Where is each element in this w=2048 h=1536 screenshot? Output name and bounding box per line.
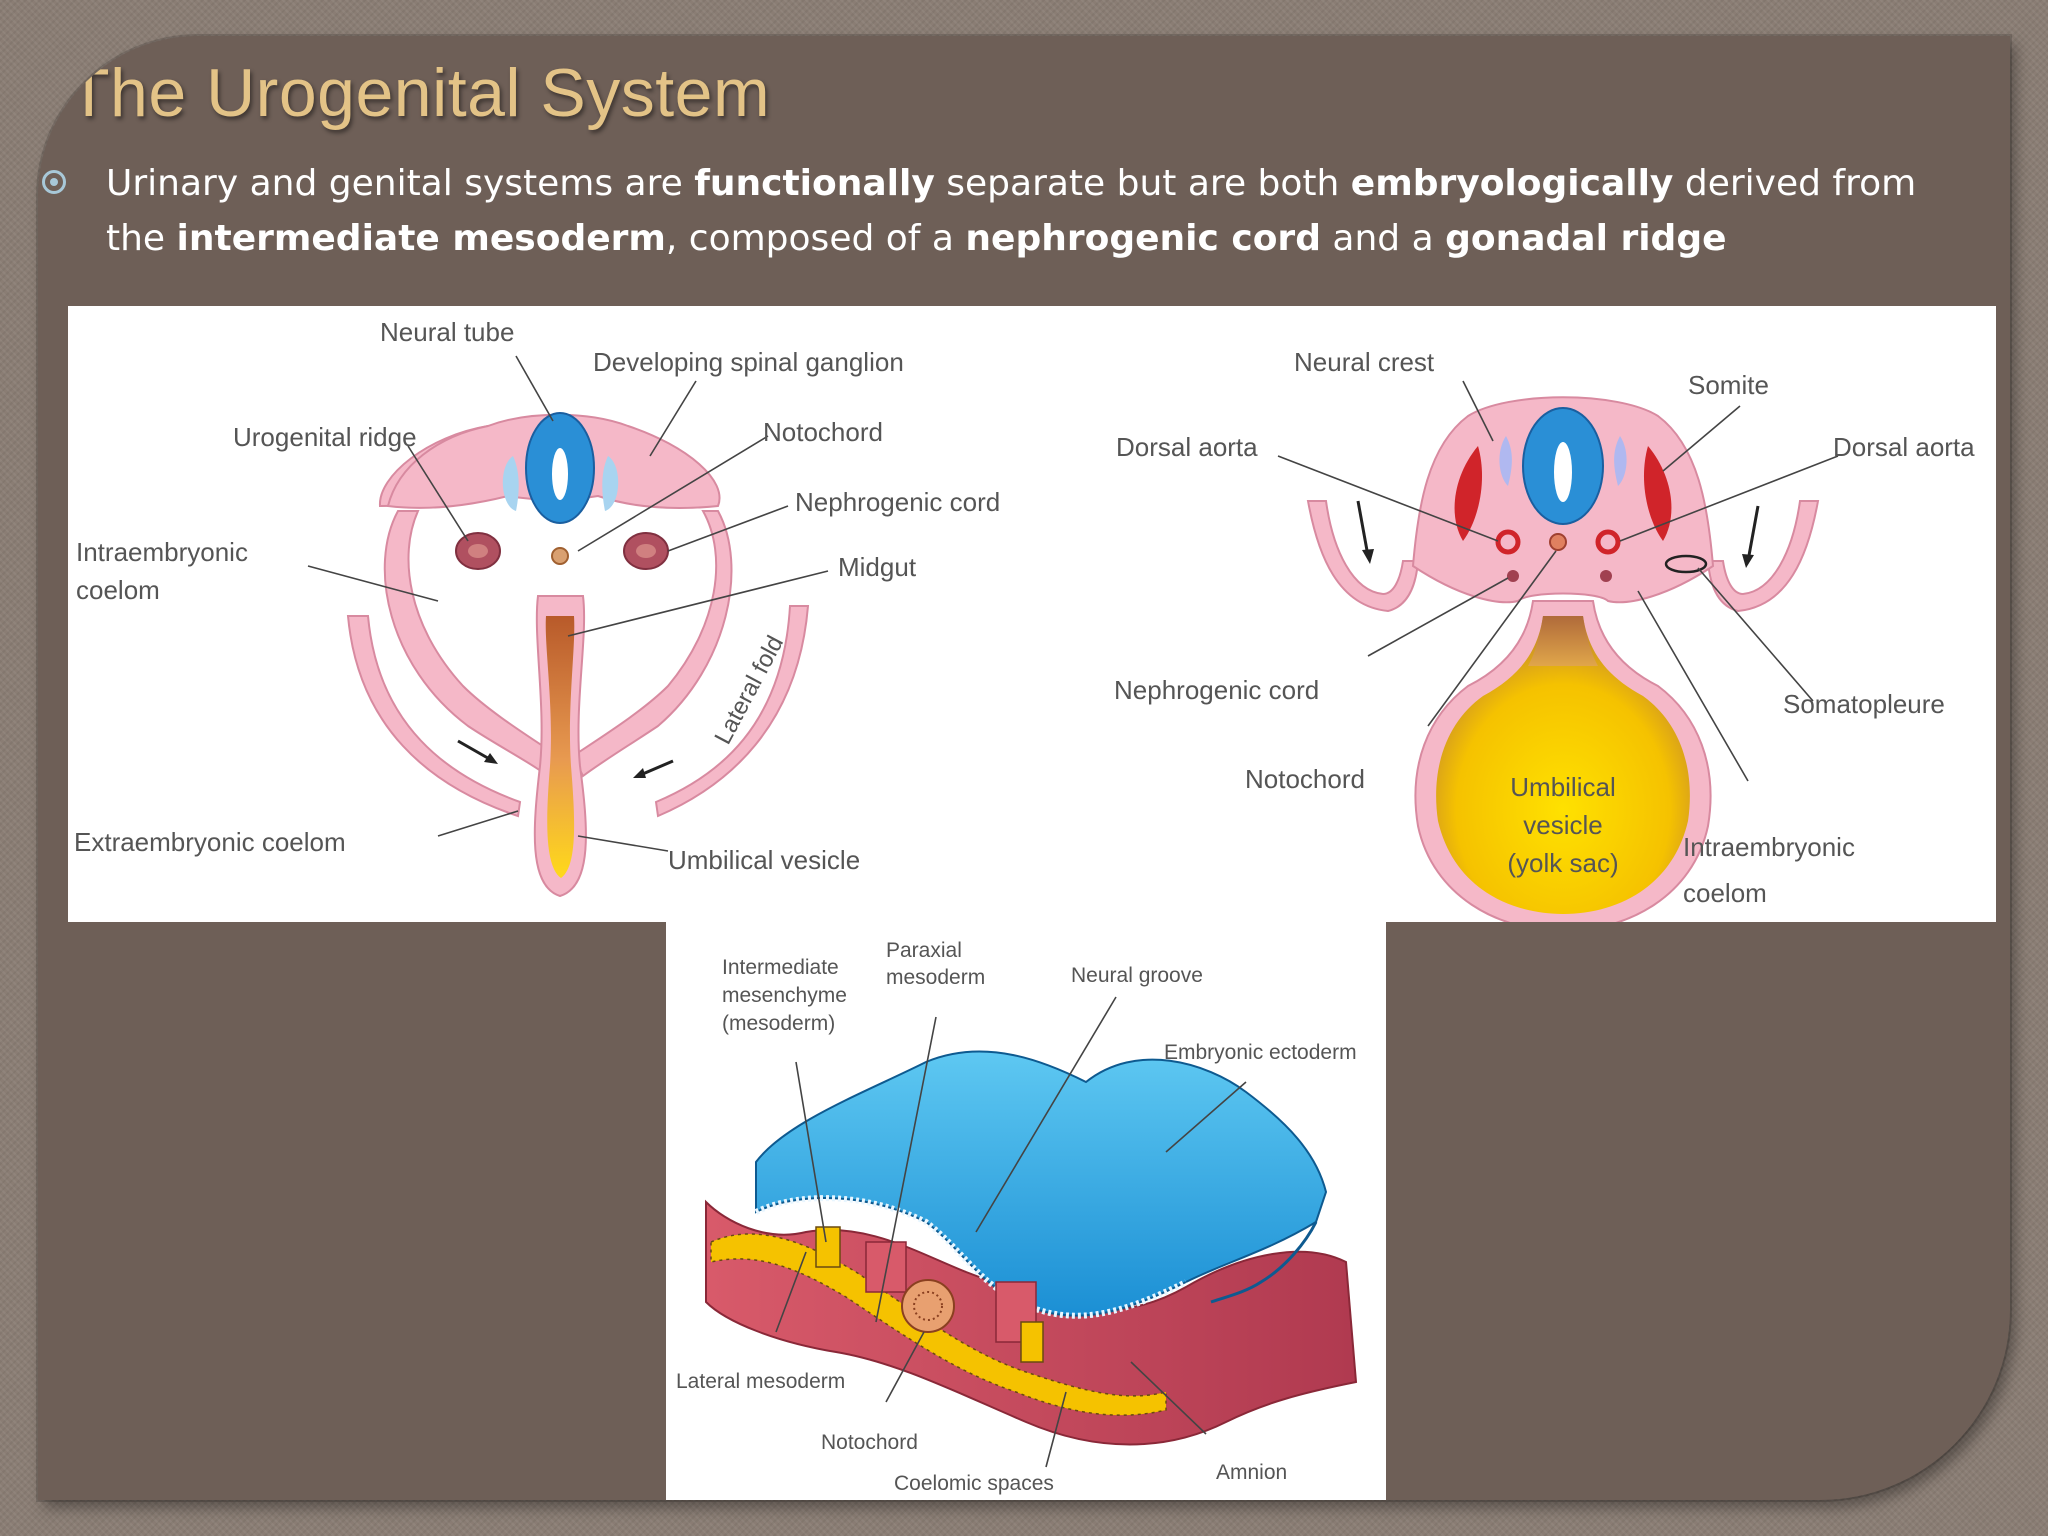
cross-section-figures: Neural tube Developing spinal ganglion U…	[74, 317, 1975, 922]
label-dorsal-aorta-right: Dorsal aorta	[1833, 432, 1975, 462]
label-intermediate-1: Intermediate	[722, 956, 839, 979]
label-spinal-ganglion: Developing spinal ganglion	[593, 347, 904, 377]
bold-run: embryologically	[1350, 163, 1674, 204]
bold-run: functionally	[694, 163, 935, 204]
label-notochord-right: Notochord	[1245, 764, 1365, 794]
label-notochord-left: Notochord	[763, 417, 883, 447]
label-intraembryonic-right-2: coelom	[1683, 878, 1767, 908]
label-intraembryonic-1: Intraembryonic	[76, 537, 248, 567]
text-run: Urinary and genital systems are	[106, 163, 695, 204]
label-lateral-mesoderm: Lateral mesoderm	[676, 1370, 845, 1393]
label-amnion: Amnion	[1216, 1461, 1287, 1484]
figure-bottom-panel: Paraxial mesoderm Intermediate mesenchym…	[666, 922, 1386, 1500]
label-intermediate-3: (mesoderm)	[722, 1012, 835, 1035]
text-run: and a	[1320, 218, 1446, 259]
label-intraembryonic-2: coelom	[76, 575, 160, 605]
bold-run: gonadal ridge	[1445, 218, 1727, 259]
label-somatopleure: Somatopleure	[1783, 689, 1945, 719]
label-neural-tube: Neural tube	[380, 317, 514, 347]
label-notochord-bottom: Notochord	[821, 1431, 918, 1454]
label-nephrogenic-cord-left: Nephrogenic cord	[795, 487, 1000, 517]
right-cross-section: Neural crest Somite Dorsal aorta Dorsal …	[1114, 347, 1975, 922]
label-intermediate-2: mesenchyme	[722, 984, 847, 1007]
figure-top-panel: Neural tube Developing spinal ganglion U…	[68, 306, 1996, 922]
text-run: derived from the	[106, 163, 1917, 259]
bullet-circle-icon	[42, 170, 66, 194]
label-midgut: Midgut	[838, 552, 917, 582]
label-neural-crest: Neural crest	[1294, 347, 1435, 377]
label-somite: Somite	[1688, 370, 1769, 400]
label-paraxial-2: mesoderm	[886, 966, 985, 989]
bullet-point: Urinary and genital systems are function…	[38, 156, 1988, 266]
label-umbilical-3: (yolk sac)	[1507, 848, 1618, 878]
label-urogenital-ridge: Urogenital ridge	[233, 422, 417, 452]
text-run: , composed of a	[665, 218, 966, 259]
label-paraxial-1: Paraxial	[886, 939, 962, 962]
bullet-text: Urinary and genital systems are function…	[106, 156, 1986, 266]
label-extraembryonic-coelom: Extraembryonic coelom	[74, 827, 346, 857]
label-neural-groove: Neural groove	[1071, 964, 1203, 987]
label-embryonic-ectoderm: Embryonic ectoderm	[1164, 1041, 1357, 1064]
slide: The Urogenital System Urinary and genita…	[38, 36, 2010, 1500]
embryo-3d-figure: Paraxial mesoderm Intermediate mesenchym…	[676, 939, 1358, 1495]
label-umbilical-2: vesicle	[1523, 810, 1602, 840]
label-umbilical-1: Umbilical	[1510, 772, 1615, 802]
left-cross-section: Neural tube Developing spinal ganglion U…	[74, 317, 1000, 898]
text-run: separate but are both	[934, 163, 1351, 204]
bold-run: nephrogenic cord	[965, 218, 1321, 259]
label-dorsal-aorta-left: Dorsal aorta	[1116, 432, 1258, 462]
bold-run: intermediate mesoderm	[176, 218, 666, 259]
label-umbilical-vesicle-left: Umbilical vesicle	[668, 845, 860, 875]
label-intraembryonic-right-1: Intraembryonic	[1683, 832, 1855, 862]
label-nephrogenic-cord-right: Nephrogenic cord	[1114, 675, 1319, 705]
label-coelomic-spaces: Coelomic spaces	[894, 1472, 1054, 1495]
slide-title: The Urogenital System	[68, 55, 771, 131]
